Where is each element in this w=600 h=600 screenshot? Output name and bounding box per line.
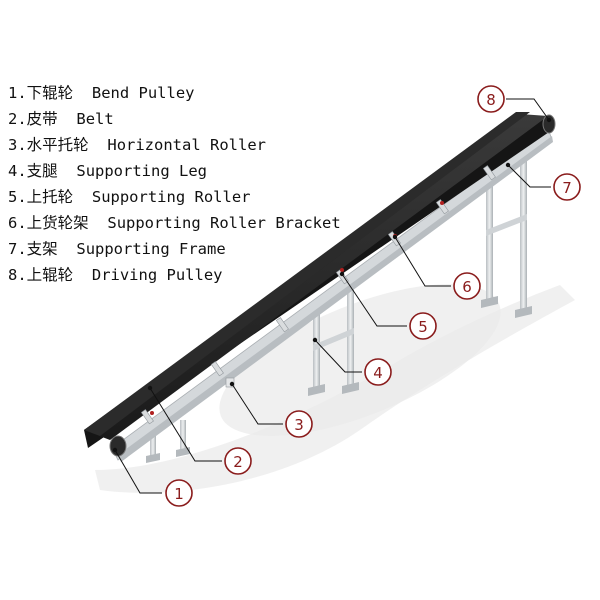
legend-item: 3.水平托轮 Horizontal Roller (8, 132, 341, 158)
legend-item: 7.支架 Supporting Frame (8, 236, 341, 262)
legend-item: 8.上辊轮 Driving Pulley (8, 262, 341, 288)
callout-3-label: 3 (294, 416, 304, 434)
supporting-leg (308, 282, 359, 396)
legend-chinese-label: 上托轮 (26, 188, 74, 206)
legend-item: 6.上货轮架 Supporting Roller Bracket (8, 210, 341, 236)
callout-7: 7 (553, 173, 581, 201)
legend-chinese-label: 上货轮架 (26, 214, 89, 232)
callout-7-label: 7 (562, 179, 572, 197)
bend-pulley (109, 435, 127, 457)
legend-english-label: Belt (76, 110, 114, 128)
callout-1: 1 (165, 479, 193, 507)
legend-chinese-label: 水平托轮 (26, 136, 89, 154)
front-feet (146, 420, 190, 463)
legend-number: 3. (8, 136, 27, 154)
legend-number: 2. (8, 110, 27, 128)
legend-chinese-label: 支腿 (26, 162, 58, 180)
leader-dots (112, 117, 552, 453)
legend-item: 5.上托轮 Supporting Roller (8, 184, 341, 210)
horizontal-roller (225, 377, 235, 388)
legend-chinese-label: 皮带 (26, 110, 58, 128)
legend-number: 8. (8, 266, 27, 284)
callout-6: 6 (453, 272, 481, 300)
callout-2-label: 2 (233, 453, 243, 471)
belt-top-face (84, 112, 530, 436)
legend-item: 1.下辊轮 Bend Pulley (8, 80, 341, 106)
callout-2: 2 (224, 447, 252, 475)
parts-legend: 1.下辊轮 Bend Pulley 2.皮带 Belt 3.水平托轮 Horiz… (8, 80, 341, 288)
roller-brackets (140, 165, 496, 425)
legend-item: 4.支腿 Supporting Leg (8, 158, 341, 184)
driving-pulley (542, 114, 556, 134)
leader-lines (114, 98, 551, 494)
callout-5: 5 (409, 312, 437, 340)
supporting-frame (481, 150, 532, 318)
callout-3: 3 (285, 410, 313, 438)
legend-english-label: Bend Pulley (91, 84, 195, 102)
legend-number: 7. (8, 240, 27, 258)
callout-6-label: 6 (462, 278, 472, 296)
legend-english-label: Horizontal Roller (107, 136, 266, 154)
legend-number: 1. (8, 84, 27, 102)
legend-english-label: Supporting Roller (91, 188, 251, 206)
legend-chinese-label: 上辊轮 (26, 266, 74, 284)
legend-english-label: Driving Pulley (91, 266, 223, 284)
callout-1-label: 1 (174, 485, 184, 503)
callout-8-label: 8 (486, 91, 496, 109)
callout-4-label: 4 (373, 364, 383, 382)
legend-english-label: Supporting Frame (76, 240, 226, 258)
legend-item: 2.皮带 Belt (8, 106, 341, 132)
legend-chinese-label: 下辊轮 (26, 84, 74, 102)
legend-number: 6. (8, 214, 27, 232)
callout-4: 4 (364, 358, 392, 386)
callout-8: 8 (477, 85, 505, 113)
callout-5-label: 5 (418, 318, 428, 336)
legend-english-label: Supporting Roller Bracket (107, 214, 341, 232)
legend-number: 5. (8, 188, 27, 206)
legend-number: 4. (8, 162, 27, 180)
legend-english-label: Supporting Leg (76, 162, 208, 180)
legend-chinese-label: 支架 (26, 240, 58, 258)
